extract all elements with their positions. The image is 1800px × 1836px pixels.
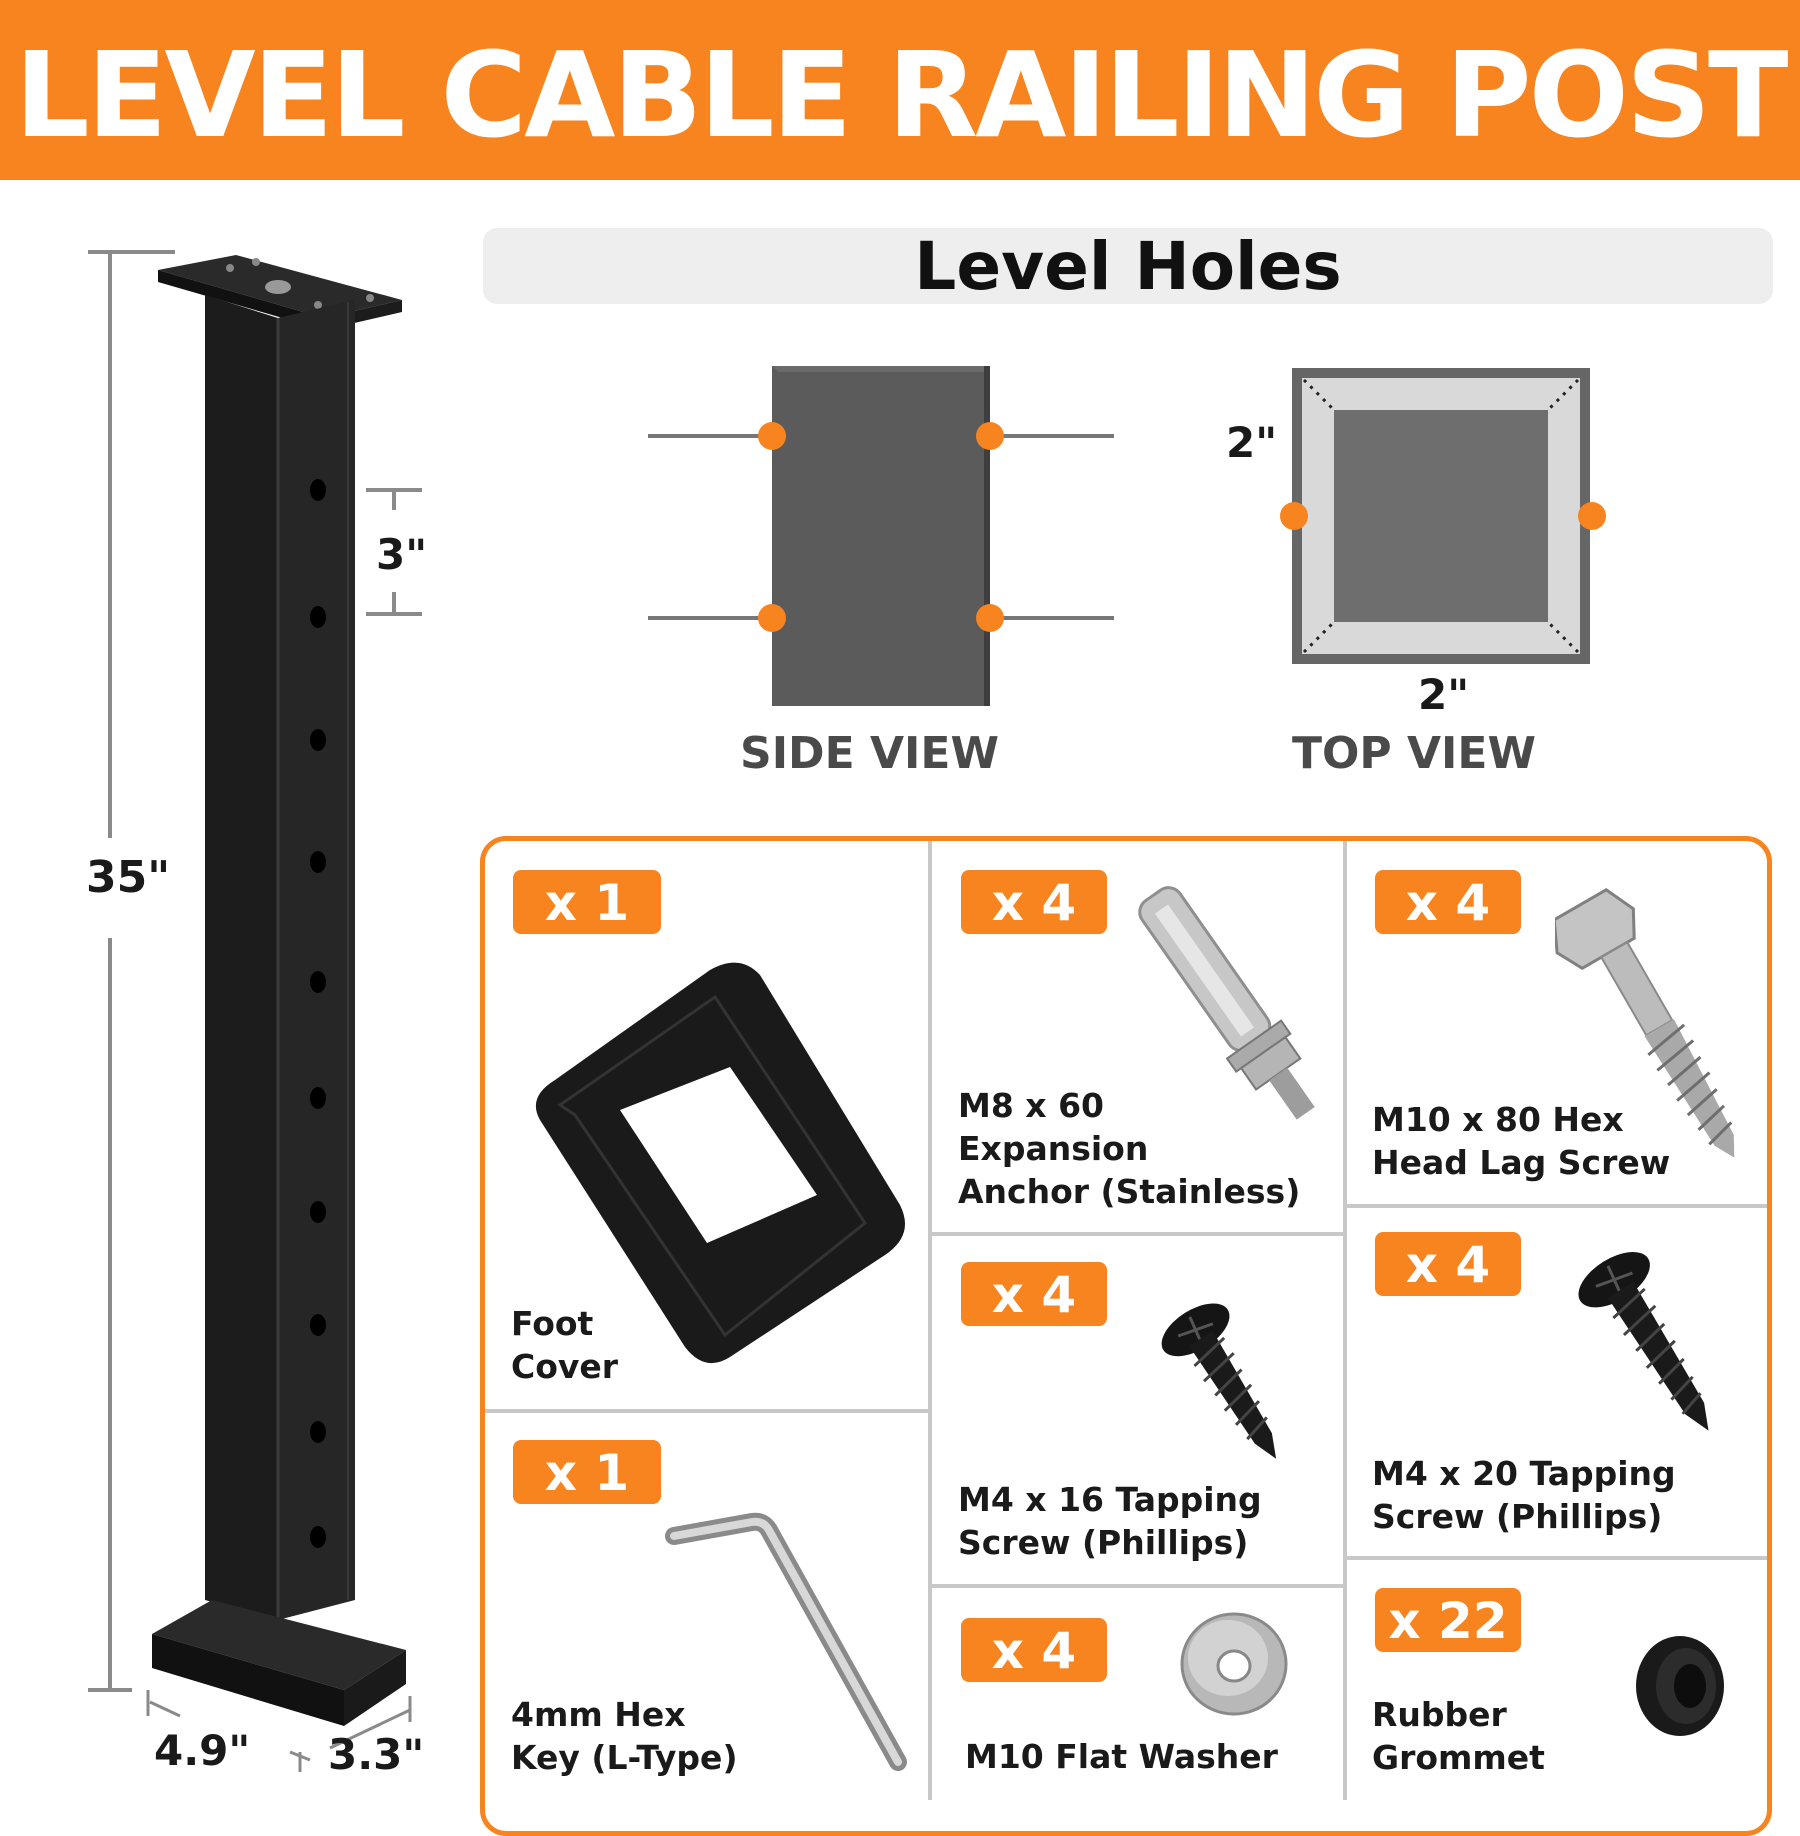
- grommet-icon: [1636, 1636, 1724, 1736]
- page-title: LEVEL CABLE RAILING POST: [14, 26, 1789, 164]
- expansion-anchor-icon: [1138, 886, 1315, 1120]
- post-image: [88, 250, 422, 1772]
- header-banner: [0, 0, 1800, 180]
- foot-cover-qty-badge: x 1: [513, 870, 661, 934]
- top-view-width-dimension: 2": [1418, 670, 1470, 719]
- grid-divider: [1343, 841, 1347, 1800]
- flat-washer-qty-badge: x 4: [961, 1618, 1107, 1682]
- base-length-dimension: 4.9": [154, 1726, 251, 1775]
- grid-divider: [485, 1409, 928, 1413]
- hex-key-icon: [665, 1512, 907, 1771]
- top-view-label: TOP VIEW: [1292, 728, 1536, 779]
- level-holes-title: Level Holes: [914, 228, 1342, 305]
- expansion-anchor-qty-badge: x 4: [961, 870, 1107, 934]
- tapping-screw-icon: [1578, 1252, 1709, 1431]
- grid-divider: [932, 1584, 1343, 1588]
- foot-cover-icon: [535, 962, 905, 1364]
- height-dimension: 35": [86, 852, 171, 903]
- base-width-dimension: 3.3": [328, 1730, 425, 1779]
- side-view-label: SIDE VIEW: [740, 728, 999, 779]
- lag-screw-qty-badge: x 4: [1375, 870, 1521, 934]
- level-holes-header: [483, 228, 1773, 304]
- top-view-diagram: [1280, 368, 1606, 664]
- side-view-diagram: [648, 366, 1114, 706]
- lag-screw-icon: [1555, 888, 1735, 1158]
- top-view-height-dimension: 2": [1226, 418, 1278, 467]
- flat-washer-icon: [1180, 1612, 1288, 1716]
- hole-spacing-dimension: 3": [376, 530, 428, 579]
- grid-divider: [1347, 1204, 1767, 1208]
- grommet-qty-badge: x 22: [1375, 1588, 1521, 1652]
- hex-key-qty-badge: x 1: [513, 1440, 661, 1504]
- flat-washer-name: M10 Flat Washer: [965, 1737, 1278, 1776]
- tapping-screw-20-qty-badge: x 4: [1375, 1232, 1521, 1296]
- tapping-screw-16-qty-badge: x 4: [961, 1262, 1107, 1326]
- grid-divider: [928, 841, 932, 1800]
- grid-divider: [1347, 1556, 1767, 1560]
- tapping-screw-icon: [1161, 1303, 1277, 1459]
- grid-divider: [932, 1232, 1343, 1236]
